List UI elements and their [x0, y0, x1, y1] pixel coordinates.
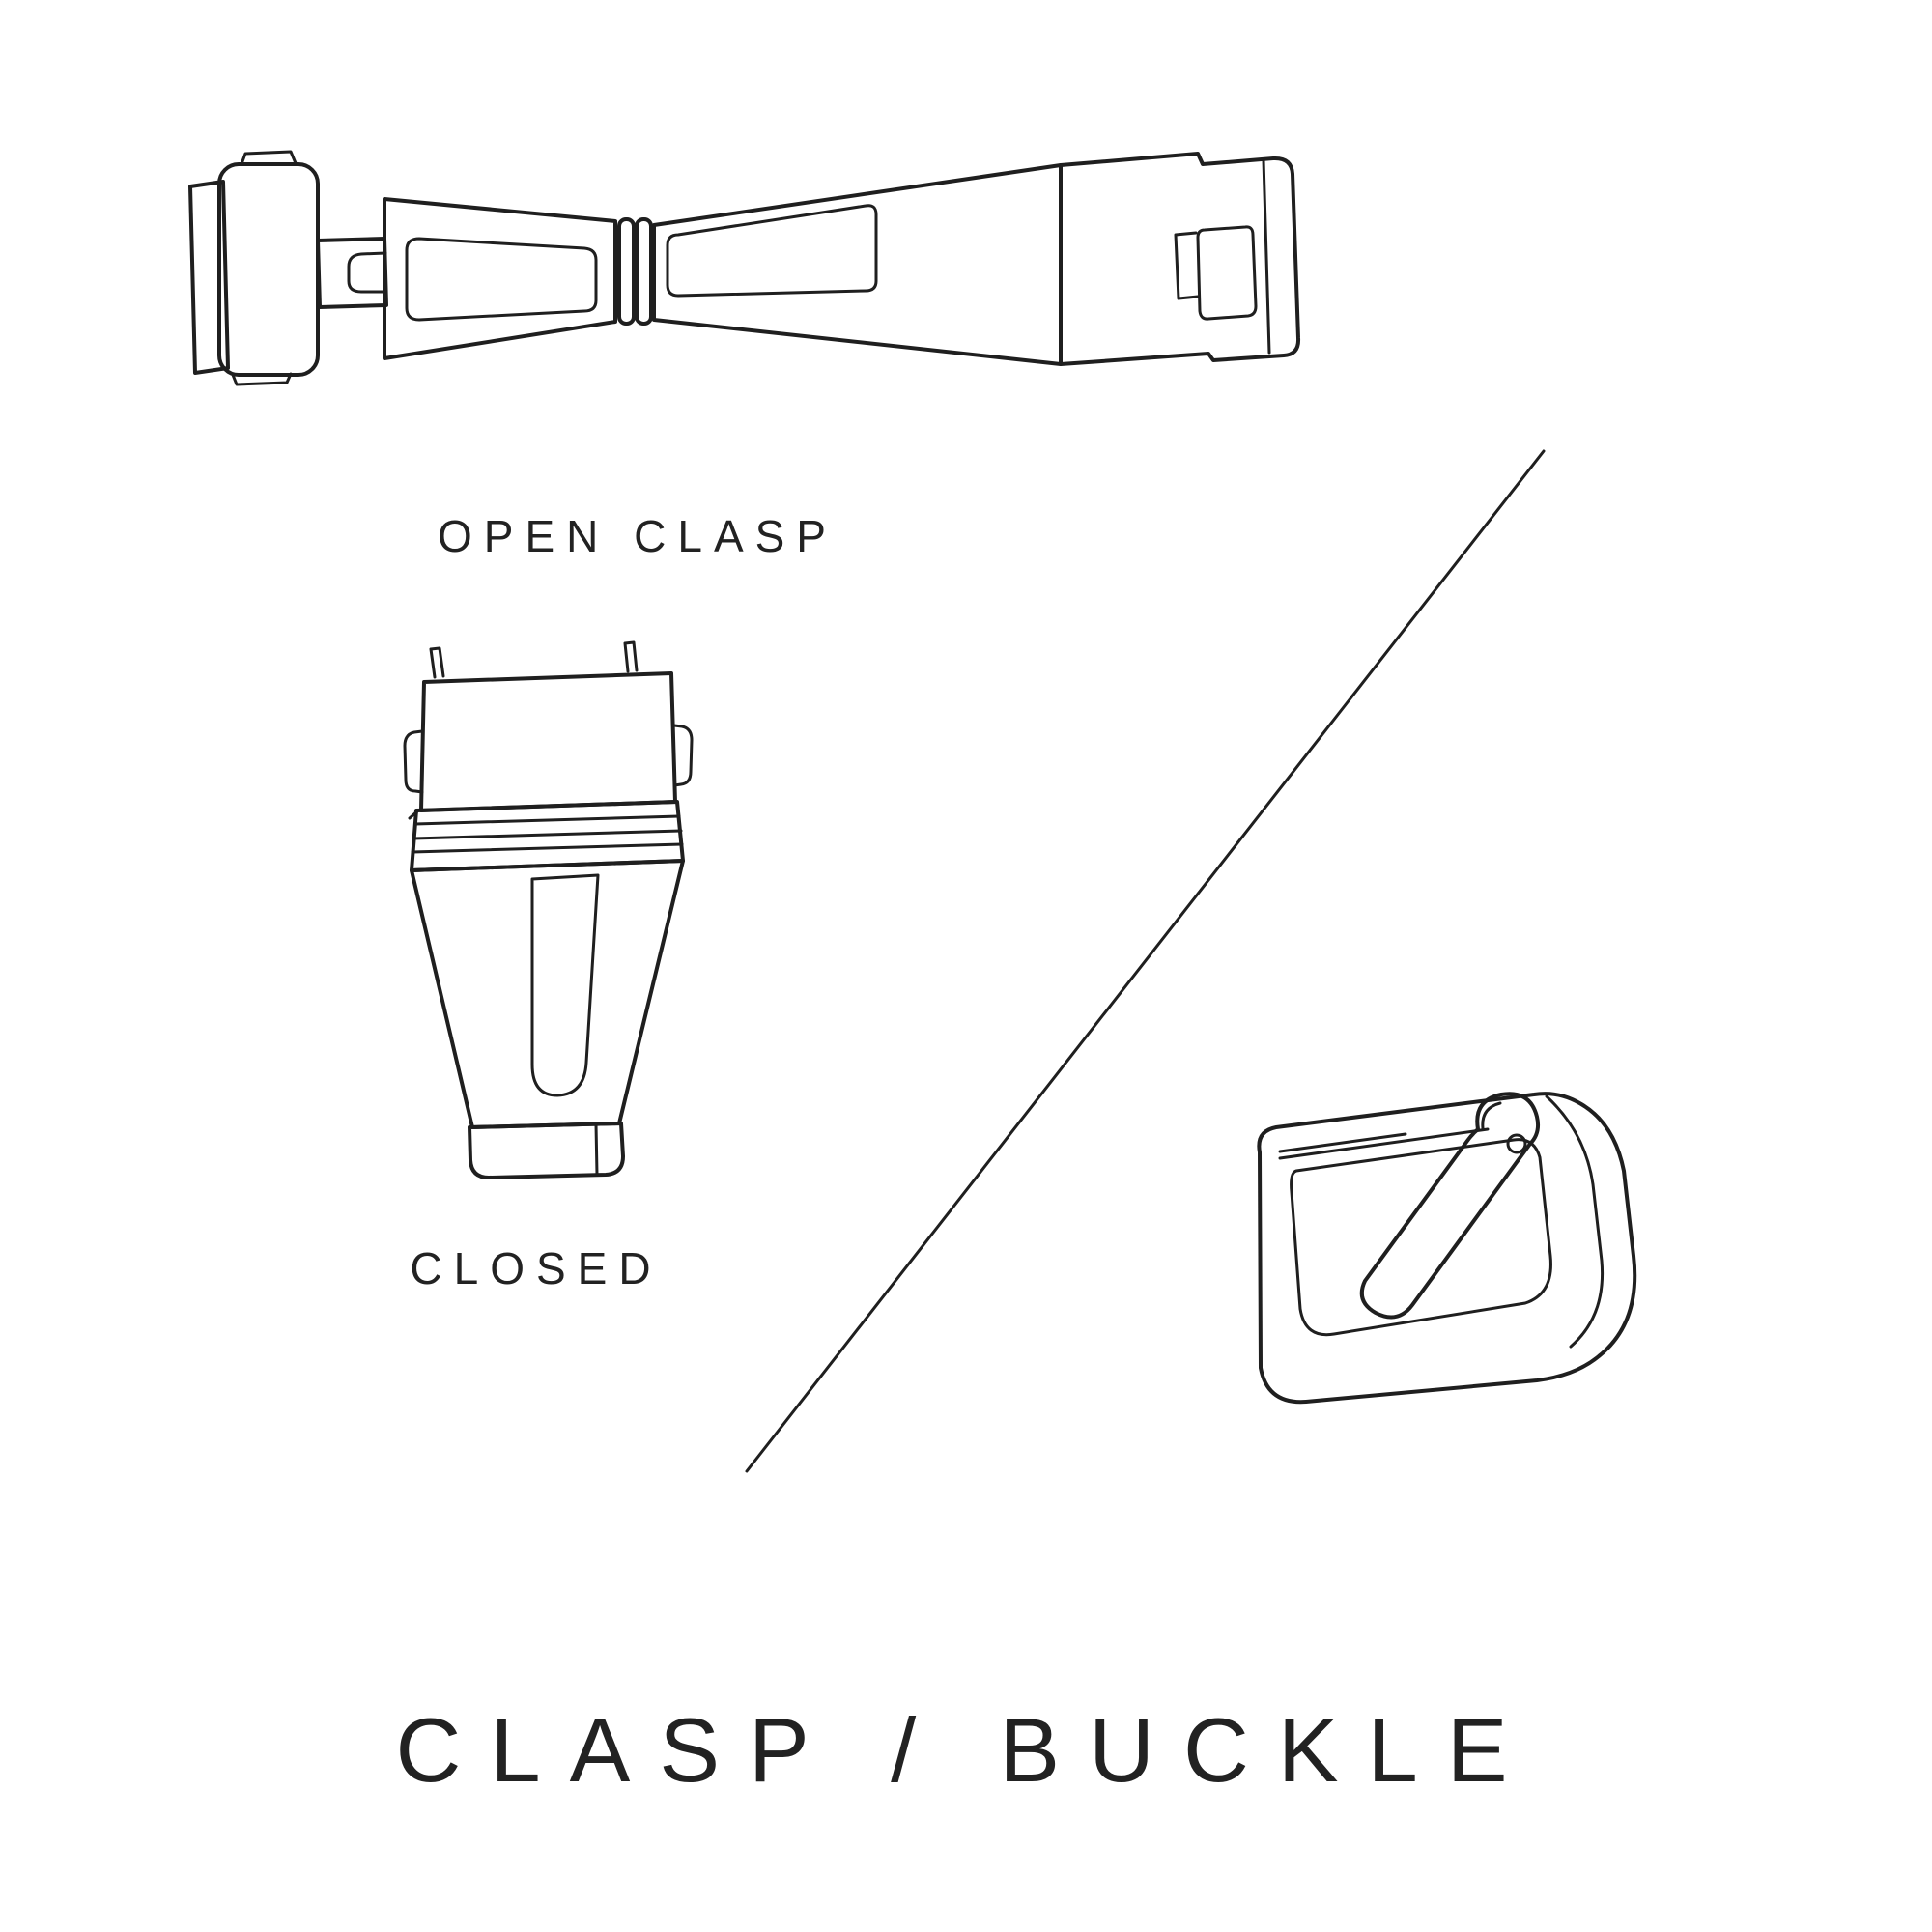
closed-clasp-illustration: [403, 640, 694, 1179]
open-clasp-left-cover-bottom-tab: [231, 372, 293, 386]
closed-clasp-band-corner-fold: [408, 809, 420, 820]
buckle-axle-line: [1278, 1127, 1490, 1160]
closed-clasp-label: CLOSED: [410, 1243, 663, 1293]
closed-clasp-band-line-3: [411, 842, 684, 854]
open-clasp-connector-tab: [316, 237, 388, 309]
open-clasp-left-arm: [383, 197, 617, 360]
closed-clasp-inner-slot: [530, 873, 600, 1097]
open-clasp-right-arm: [652, 163, 1063, 366]
closed-clasp-band-line-1: [413, 814, 681, 826]
open-clasp-left-cover: [217, 162, 320, 377]
closed-clasp-foot: [468, 1122, 625, 1179]
buckle-illustration: [1257, 1092, 1637, 1405]
open-clasp-illustration: [188, 150, 1301, 386]
open-clasp-end-link-bracket: [1174, 231, 1200, 300]
closed-clasp-band-line-2: [412, 829, 683, 840]
closed-clasp-head: [419, 671, 677, 812]
closed-clasp-right-ear: [672, 724, 694, 787]
open-clasp-hinge-bar-right: [635, 217, 653, 326]
open-clasp-hinge-bar-left: [617, 217, 636, 326]
closed-clasp-body: [410, 859, 685, 1129]
closed-clasp-right-prong: [623, 640, 639, 673]
closed-clasp-left-prong: [429, 646, 445, 679]
buckle-axle-line-2: [1278, 1132, 1407, 1153]
closed-clasp-left-ear: [403, 729, 424, 794]
page-title: CLASP / BUCKLE: [395, 1699, 1537, 1801]
buckle-tang-fold-line: [1481, 1101, 1502, 1130]
open-clasp-u-notch: [347, 251, 387, 294]
open-clasp-left-arm-inner-contour: [405, 237, 598, 322]
open-clasp-end-link-edge-line: [1262, 158, 1271, 355]
buckle-right-thickness-curve: [1545, 1094, 1605, 1349]
open-clasp-left-strip: [188, 180, 230, 375]
closed-clasp-foot-line: [594, 1122, 599, 1177]
diagonal-divider-line: [745, 449, 1546, 1473]
open-clasp-end-link-cutout: [1196, 225, 1258, 321]
buckle-tang: [1359, 1092, 1541, 1320]
buckle-pivot-ring: [1506, 1133, 1527, 1154]
buckle-frame-inner-window: [1290, 1138, 1552, 1337]
buckle-frame-outer: [1257, 1092, 1637, 1405]
open-clasp-label: OPEN CLASP: [438, 511, 838, 561]
open-clasp-end-link: [1059, 152, 1301, 366]
open-clasp-left-cover-top-tab: [240, 150, 298, 166]
open-clasp-right-arm-inner-contour: [666, 204, 878, 298]
